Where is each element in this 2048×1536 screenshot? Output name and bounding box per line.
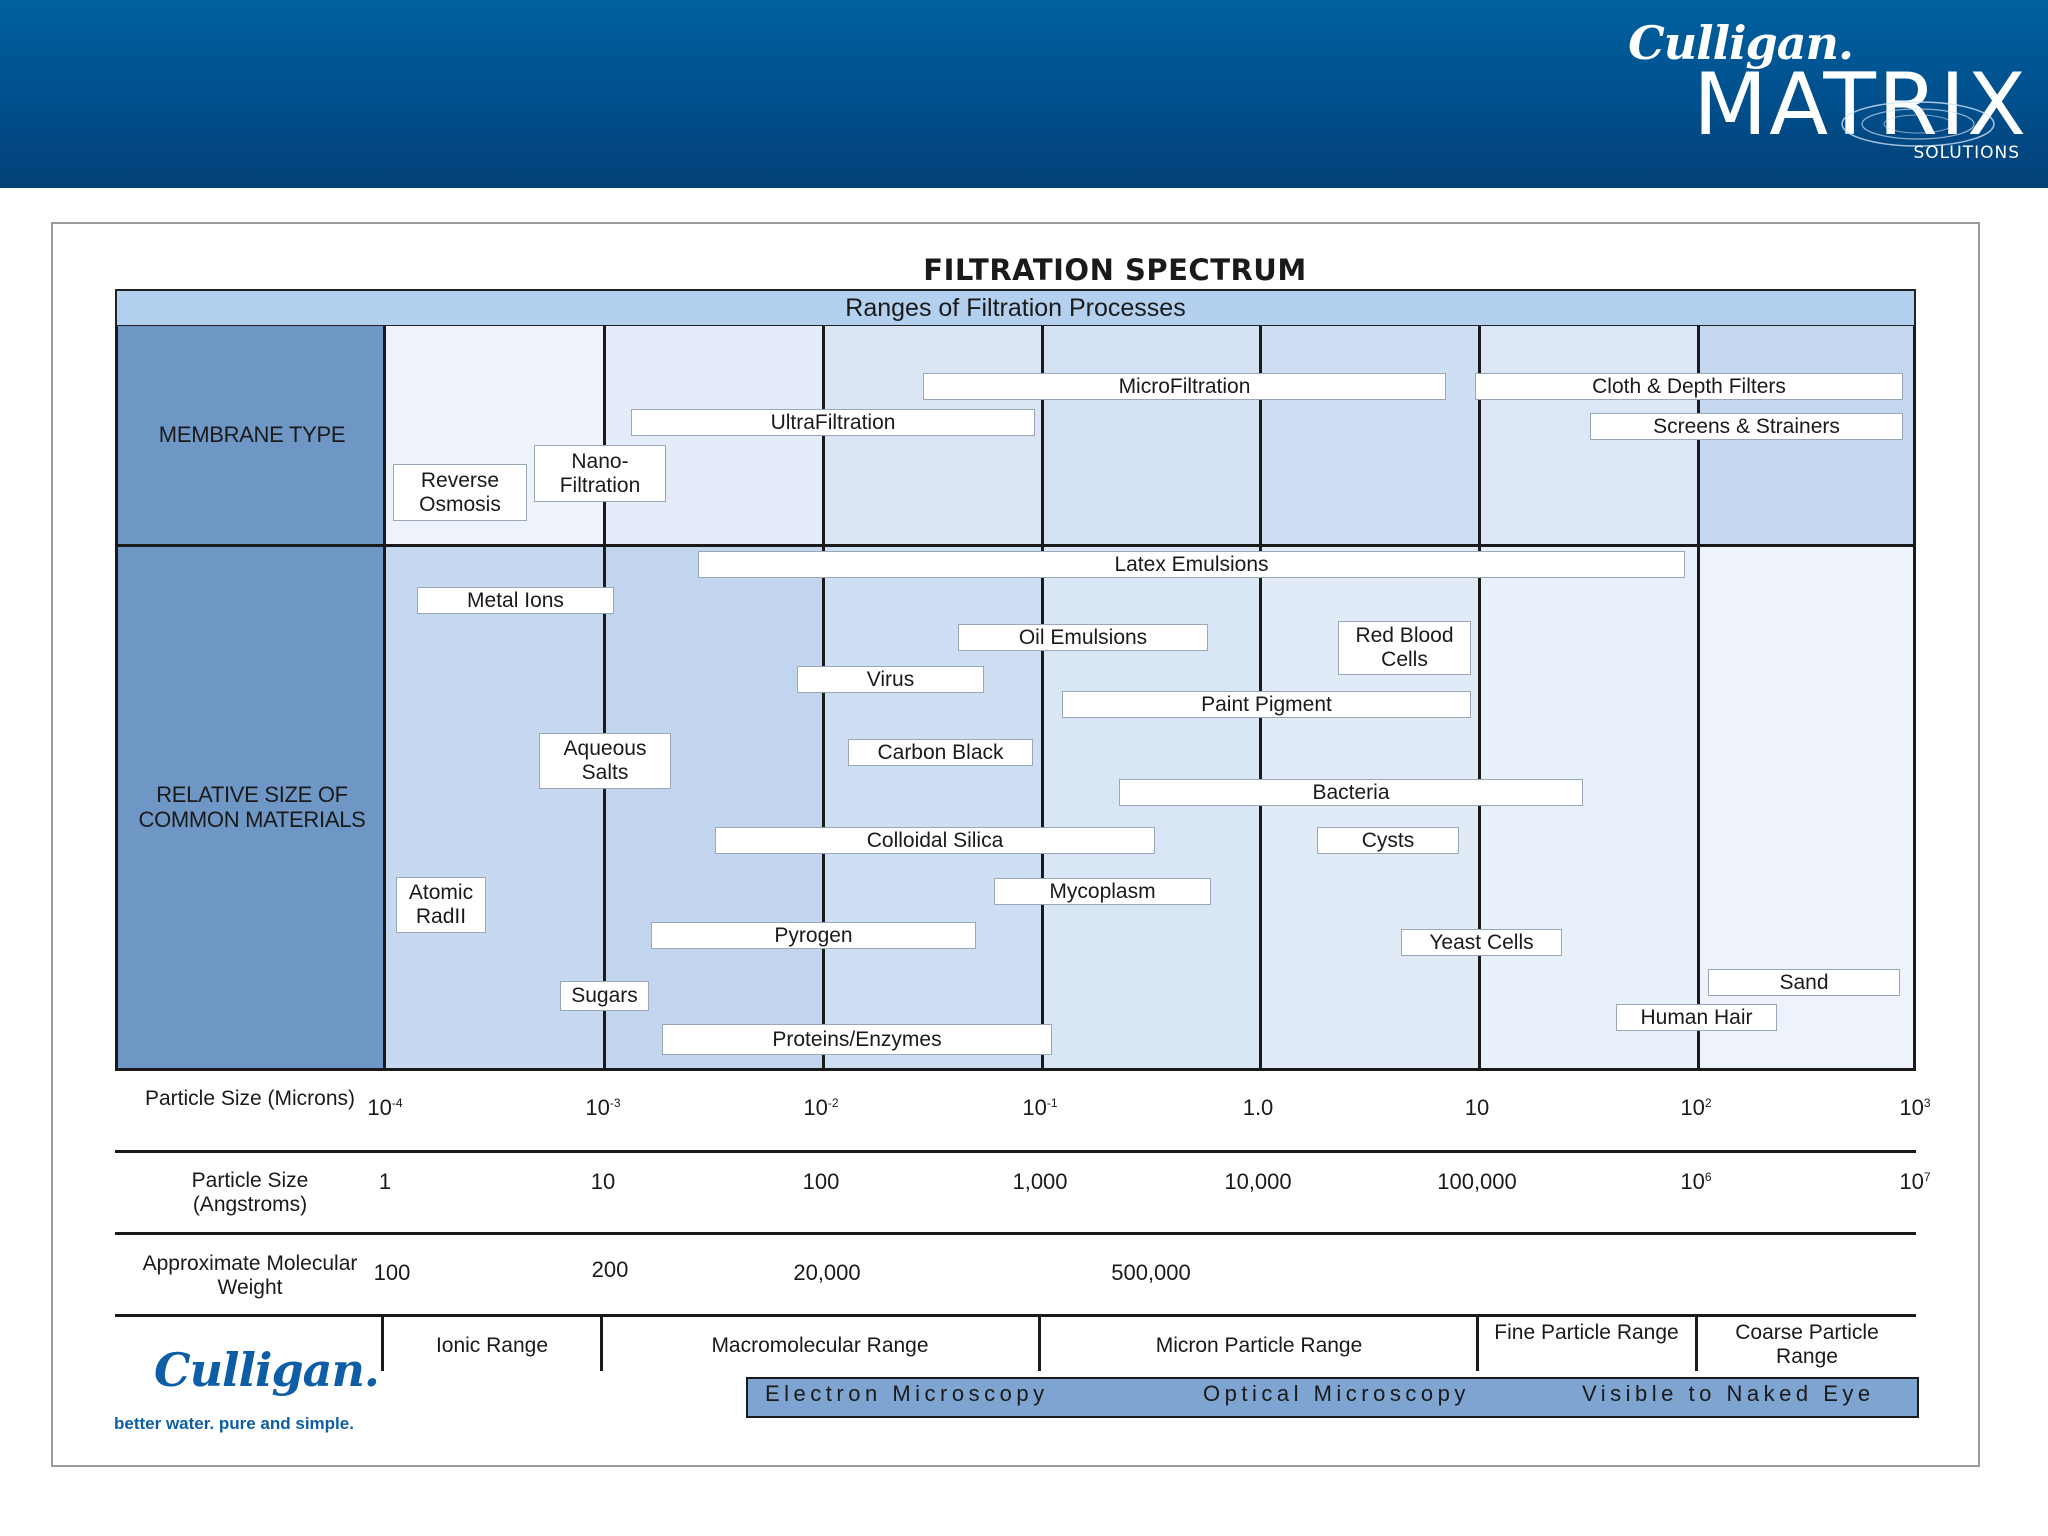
- mw-value: 100: [373, 1260, 411, 1285]
- angstrom-tick: 1,000: [1012, 1169, 1068, 1194]
- globe-icon: [1841, 101, 1995, 147]
- angstrom-tick: 10,000: [1224, 1169, 1292, 1194]
- material-pyrogen: Pyrogen: [651, 922, 976, 949]
- material-sand: Sand: [1708, 969, 1900, 996]
- range-separator: [1476, 1316, 1479, 1371]
- micron-tick: 10-2: [803, 1095, 839, 1120]
- material-aqueous-salts: Aqueous Salts: [539, 733, 671, 789]
- range-separator: [381, 1316, 384, 1371]
- material-carbon-black: Carbon Black: [848, 739, 1033, 766]
- material-proteins-enzymes: Proteins/Enzymes: [662, 1024, 1052, 1055]
- chart-title: FILTRATION SPECTRUM: [923, 253, 1307, 287]
- material-paint-pigment: Paint Pigment: [1062, 691, 1471, 718]
- brand-word: MATRIX: [1693, 55, 2028, 155]
- mw-value: 200: [591, 1257, 629, 1282]
- material-atomic-radii: Atomic RadII: [396, 877, 486, 933]
- scale-divider: [115, 1314, 1916, 1317]
- range-separator: [600, 1316, 603, 1371]
- angstrom-tick: 100: [802, 1169, 840, 1194]
- material-human-hair: Human Hair: [1616, 1004, 1777, 1031]
- material-bacteria: Bacteria: [1119, 779, 1583, 806]
- micron-tick: 10-1: [1022, 1095, 1058, 1120]
- brand-sub: SOLUTIONS: [1913, 143, 2020, 163]
- membrane-cloth-depth: Cloth & Depth Filters: [1475, 373, 1903, 400]
- range-bar: Ranges of Filtration Processes: [115, 289, 1916, 327]
- mw-value: 500,000: [1111, 1260, 1191, 1285]
- micron-tick: 10: [1464, 1095, 1490, 1120]
- grid-line: [1478, 326, 1481, 1068]
- micron-particle-range: Micron Particle Range: [1155, 1334, 1363, 1357]
- material-mycoplasm: Mycoplasm: [994, 878, 1211, 905]
- micron-tick: 103: [1899, 1095, 1931, 1120]
- culligan-logo: Culligan. better water. pure and simple.: [114, 1343, 400, 1433]
- material-virus: Virus: [797, 666, 984, 693]
- angstrom-tick: 100,000: [1437, 1169, 1517, 1194]
- visible-naked-eye: Visible to Naked Eye: [1582, 1381, 1875, 1406]
- header-banner: Culligan. MATRIX SOLUTIONS: [0, 0, 2048, 188]
- microns-label: Particle Size (Microns): [144, 1087, 356, 1110]
- scale-divider: [115, 1232, 1916, 1235]
- logo-tagline: better water. pure and simple.: [114, 1414, 354, 1433]
- material-latex: Latex Emulsions: [698, 551, 1685, 578]
- membrane-type-label: MEMBRANE TYPE: [158, 422, 346, 447]
- material-metal-ions: Metal Ions: [417, 587, 614, 614]
- band-6-lower: [1480, 546, 1699, 1068]
- micron-tick: 10-4: [367, 1095, 403, 1120]
- scale-divider: [115, 1150, 1916, 1153]
- microscopy-bar: [746, 1377, 1919, 1418]
- macromolecular-range: Macromolecular Range: [711, 1334, 929, 1357]
- optical-microscopy: Optical Microscopy: [1203, 1381, 1470, 1406]
- grid-line: [1697, 326, 1700, 1068]
- fine-particle-range: Fine Particle Range: [1494, 1321, 1679, 1344]
- angstrom-tick: 10: [590, 1169, 616, 1194]
- membrane-screens: Screens & Strainers: [1590, 413, 1903, 440]
- grid-line: [822, 326, 825, 1068]
- culligan-matrix-logo: Culligan. MATRIX SOLUTIONS: [1628, 16, 2028, 166]
- material-red-blood-cells: Red Blood Cells: [1338, 621, 1471, 675]
- row-divider: [118, 544, 1913, 547]
- molecular-weight-label: Approximate Molecular Weight: [142, 1252, 358, 1299]
- grid-line: [1041, 326, 1044, 1068]
- membrane-microfiltration: MicroFiltration: [923, 373, 1446, 400]
- material-colloidal-silica: Colloidal Silica: [715, 827, 1155, 854]
- material-oil-emulsions: Oil Emulsions: [958, 624, 1208, 651]
- angstrom-tick: 1: [378, 1169, 392, 1194]
- electron-microscopy: Electron Microscopy: [765, 1381, 1049, 1406]
- micron-tick: 1.0: [1242, 1095, 1274, 1120]
- range-separator: [1695, 1316, 1698, 1371]
- angstrom-tick: 106: [1680, 1169, 1712, 1194]
- membrane-ultrafiltration: UltraFiltration: [631, 409, 1035, 436]
- brand-script: Culligan.: [1628, 16, 1854, 70]
- row-label-panel: [118, 326, 386, 1068]
- ionic-range: Ionic Range: [435, 1334, 549, 1357]
- range-separator: [1038, 1316, 1041, 1371]
- membrane-reverse-osmosis: Reverse Osmosis: [393, 464, 527, 521]
- material-yeast-cells: Yeast Cells: [1401, 929, 1562, 956]
- coarse-particle-range: Coarse Particle Range: [1735, 1321, 1879, 1368]
- angstroms-label: Particle Size (Angstroms): [191, 1169, 309, 1216]
- angstrom-tick: 107: [1899, 1169, 1931, 1194]
- grid-line: [603, 326, 606, 1068]
- material-cysts: Cysts: [1317, 827, 1459, 854]
- material-sugars: Sugars: [560, 981, 649, 1011]
- mw-value: 20,000: [793, 1260, 861, 1285]
- micron-tick: 102: [1680, 1095, 1712, 1120]
- membrane-nanofiltration: Nano- Filtration: [534, 445, 666, 502]
- relative-size-label: RELATIVE SIZE OF COMMON MATERIALS: [138, 782, 366, 832]
- logo-script: Culligan.: [154, 1343, 380, 1397]
- micron-tick: 10-3: [585, 1095, 621, 1120]
